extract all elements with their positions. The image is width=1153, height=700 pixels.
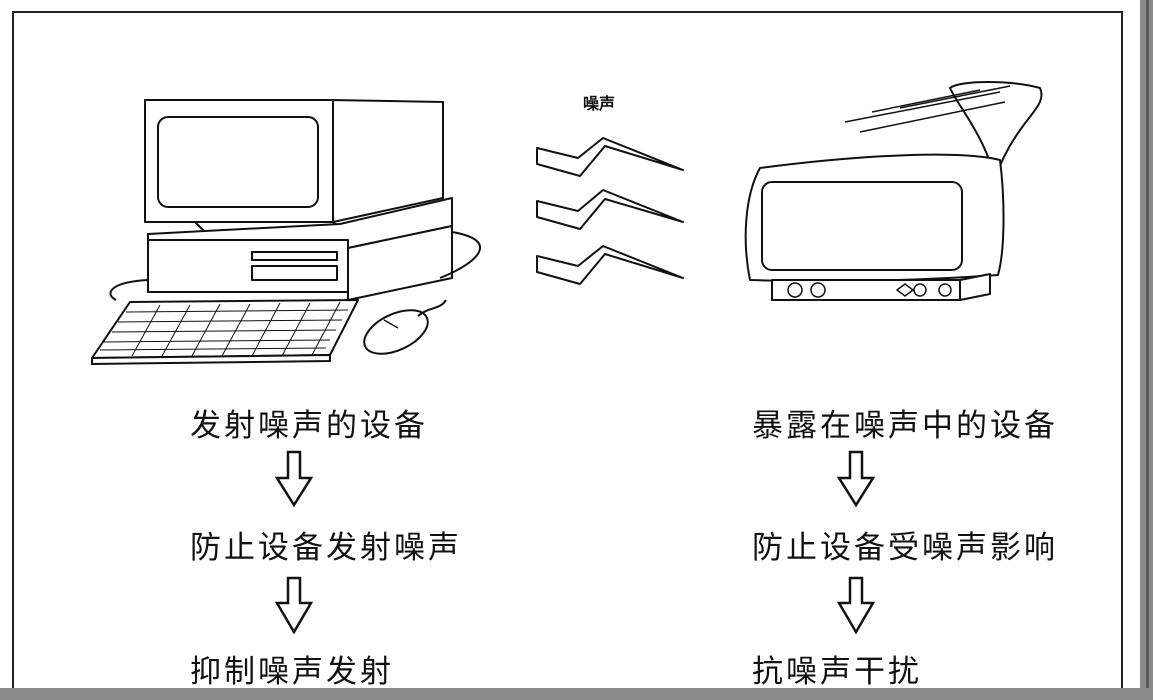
- left-label-emitting-device: 发射噪声的设备: [190, 408, 428, 444]
- left-label-prevent-emission: 防止设备发射噪声: [190, 530, 462, 566]
- right-label-noise-immunity: 抗噪声干扰: [752, 654, 922, 690]
- down-arrow-icon: [836, 450, 876, 508]
- noise-waves-icon: [536, 137, 684, 285]
- right-edge-bar-shadow: [1146, 0, 1149, 700]
- right-label-exposed-device: 暴露在噪声中的设备: [752, 408, 1058, 444]
- down-arrow-icon: [274, 576, 314, 635]
- right-label-prevent-effect: 防止设备受噪声影响: [752, 530, 1058, 566]
- down-arrow-icon: [274, 450, 314, 508]
- down-arrow-icon: [836, 576, 876, 635]
- desktop-computer-icon: [91, 99, 482, 365]
- noise-label: 噪声: [583, 94, 616, 113]
- left-label-suppress-emission: 抑制噪声发射: [190, 654, 394, 690]
- tv-receiver-icon: [744, 81, 1043, 301]
- bottom-edge-bar: [0, 688, 1153, 700]
